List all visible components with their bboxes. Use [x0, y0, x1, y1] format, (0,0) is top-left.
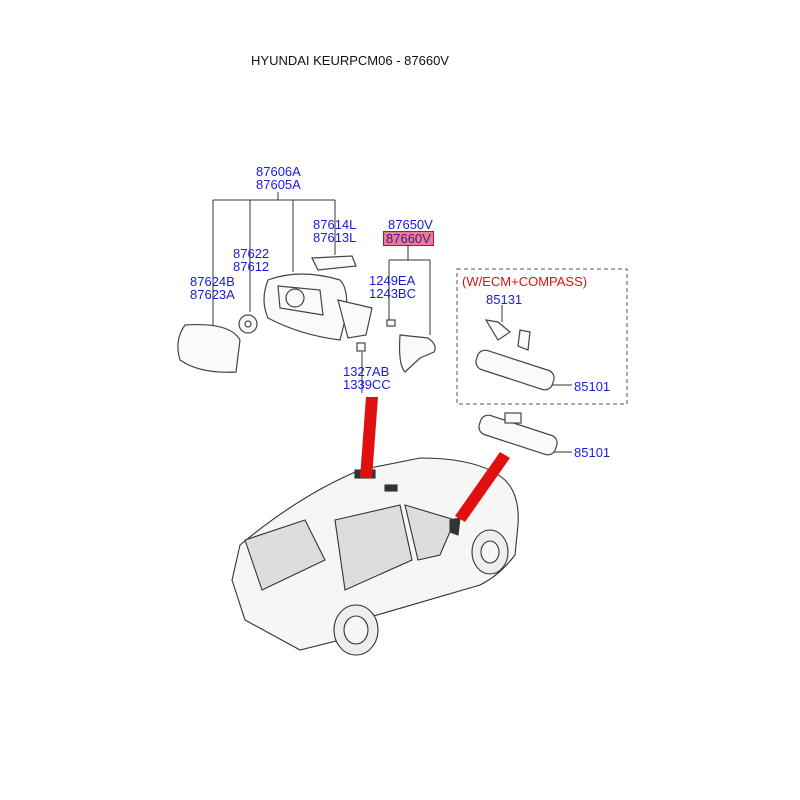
pointer-arrows: [360, 397, 510, 522]
inside-mirror-part: [478, 414, 558, 456]
part-label-ecm-mirror[interactable]: 85101: [574, 379, 611, 394]
ecm-mirror-part: [475, 349, 555, 391]
part-label-cap-top[interactable]: 87650V: [388, 217, 433, 232]
screw-part: [386, 319, 396, 327]
leader-lines-cap: [388, 246, 431, 335]
mirror-cover-part: [311, 255, 357, 271]
leader-lines-mirror-assy: [212, 192, 336, 330]
mirror-glass-part: [177, 323, 241, 373]
nut-part: [356, 342, 366, 352]
cap-part: [398, 334, 436, 373]
part-label-bracket[interactable]: 85131: [486, 292, 523, 307]
part-label-inside-mirror[interactable]: 85101: [574, 445, 611, 460]
diagram-title: HYUNDAI KEURPCM06 - 87660V: [251, 53, 449, 68]
part-label-cap-selected[interactable]: 87660V: [383, 231, 434, 246]
vehicle-illustration: [231, 457, 519, 656]
bracket-part: [484, 319, 512, 341]
option-note: (W/ECM+COMPASS): [462, 274, 588, 289]
mirror-base-part: [337, 299, 373, 339]
ecm-option-box: [456, 268, 628, 405]
